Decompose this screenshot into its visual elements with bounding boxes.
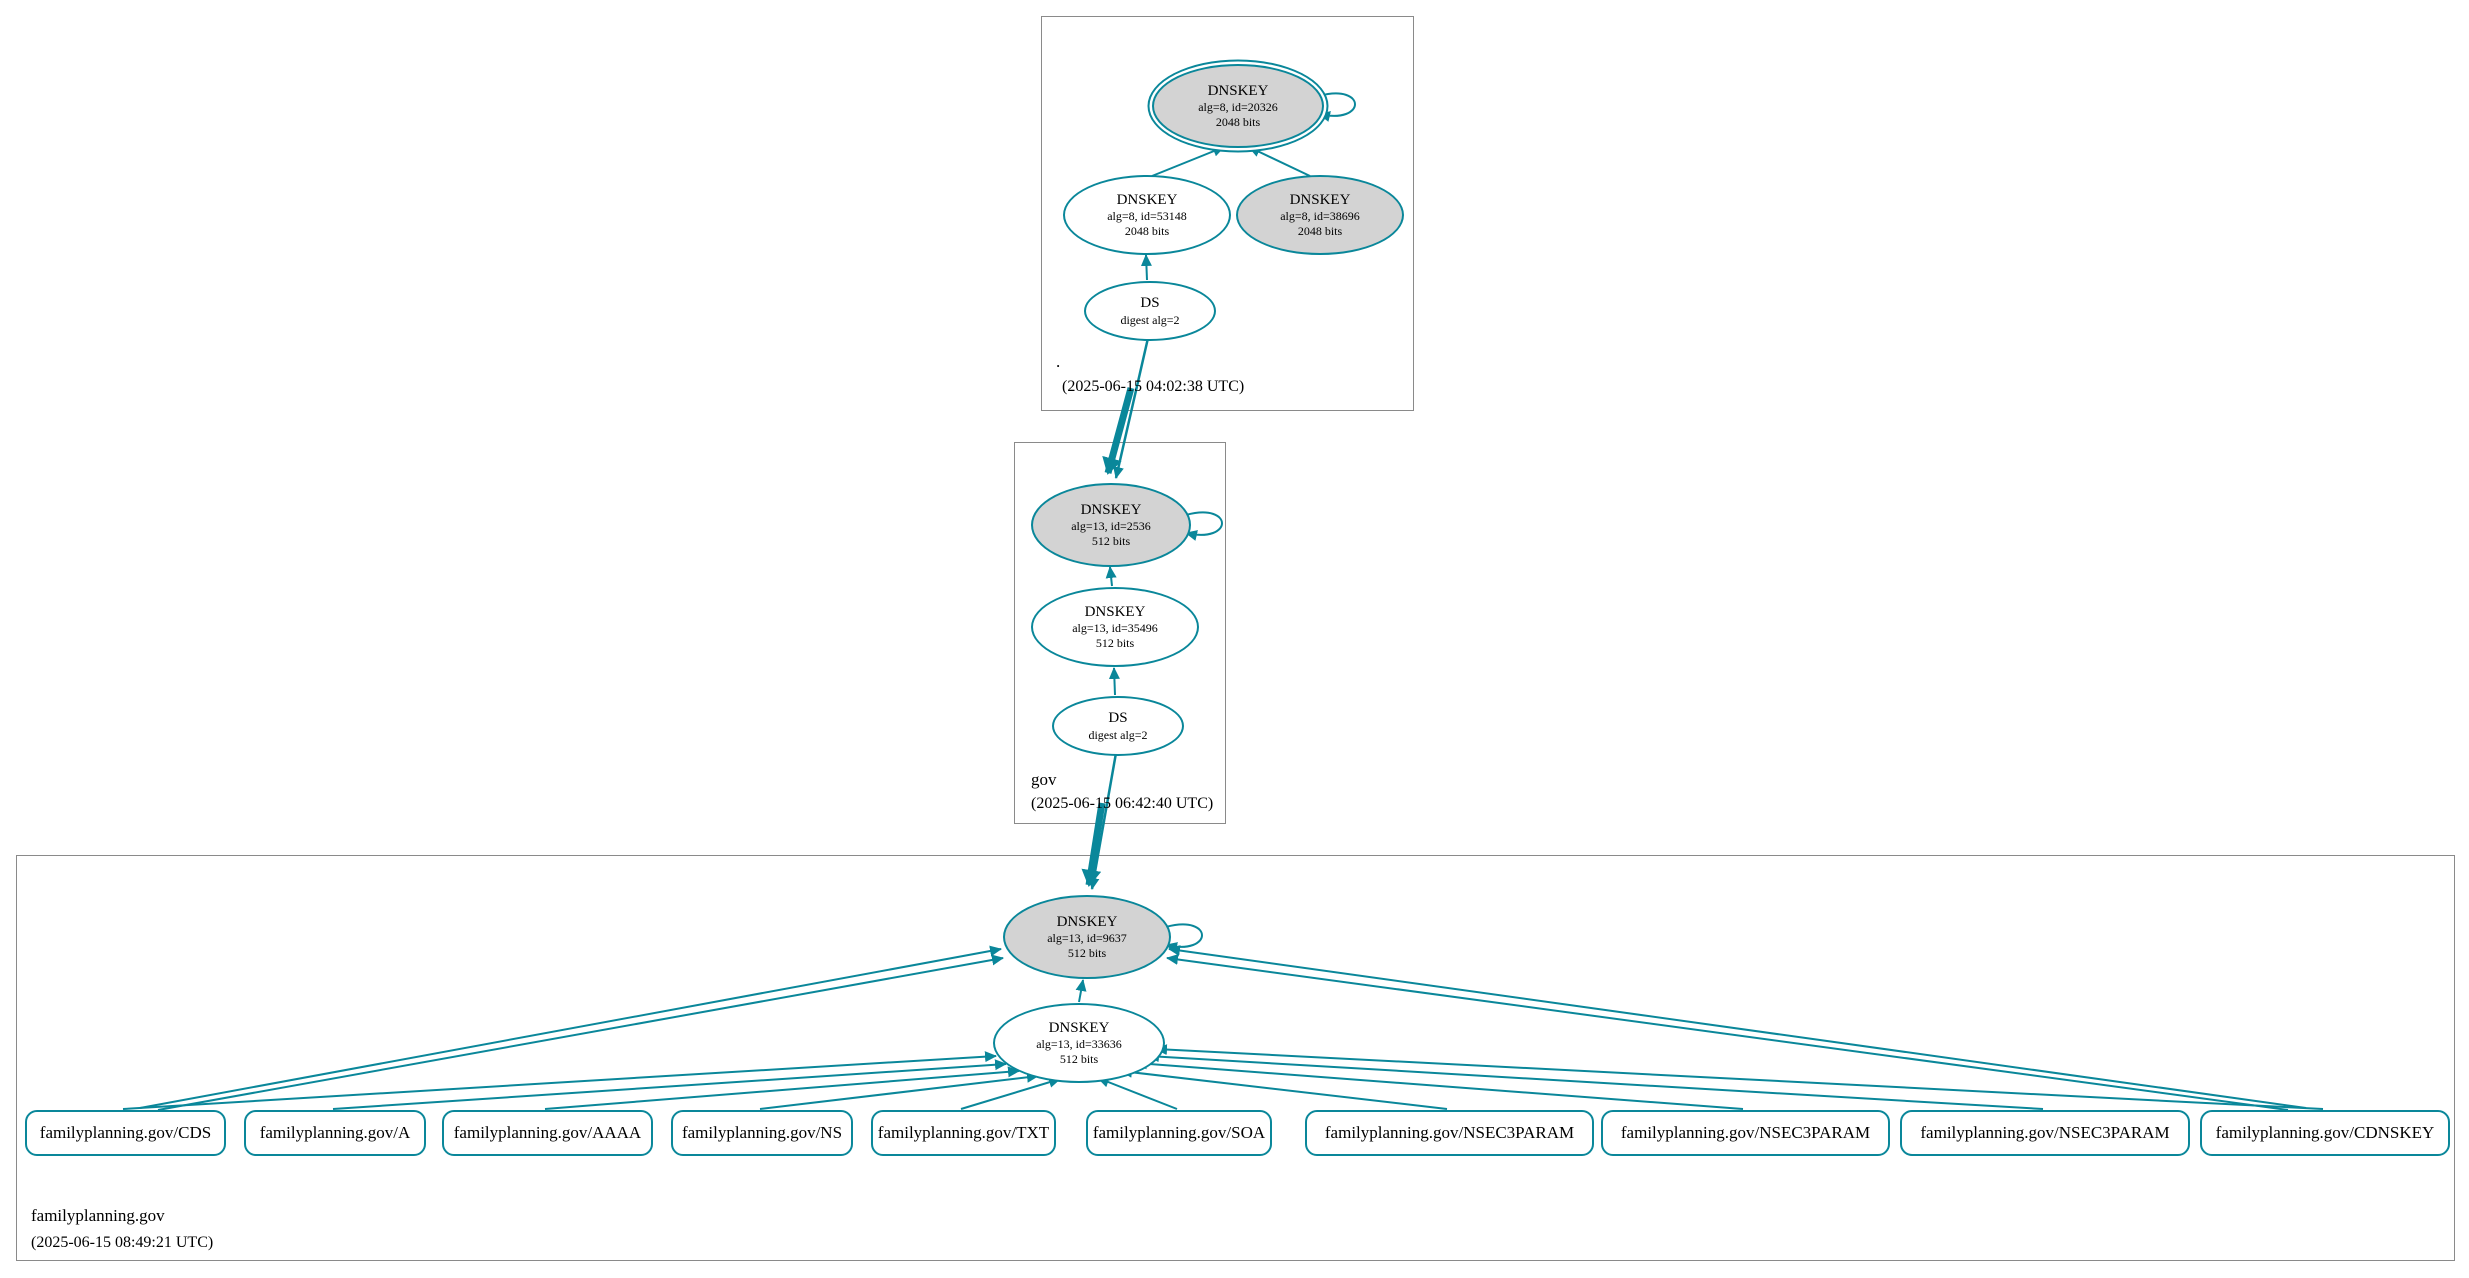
gov-zsk-dnskey-node[interactable]: DNSKEY alg=13, id=35496 512 bits: [1031, 587, 1199, 667]
zone-timestamp-root: (2025-06-15 04:02:38 UTC): [1062, 378, 1245, 395]
rrset-label: familyplanning.gov/NSEC3PARAM: [1620, 1123, 1871, 1142]
node-type: DNSKEY: [1289, 191, 1351, 208]
node-alg-id: alg=8, id=20326: [1198, 100, 1278, 115]
edge-gov-ksk-selfloop: [1185, 511, 1223, 541]
node-bits: 512 bits: [1059, 1052, 1099, 1067]
rrset-cds[interactable]: familyplanning.gov/CDS: [25, 1110, 226, 1156]
edge-cdnskey-to-ksk-b: [1166, 954, 2289, 1111]
node-type: DNSKEY: [1048, 1019, 1110, 1036]
edge-fp-zsk-to-ksk: [1075, 979, 1087, 1003]
rrset-label: familyplanning.gov/AAAA: [453, 1123, 642, 1142]
node-bits: 2048 bits: [1124, 224, 1170, 239]
node-alg-id: alg=8, id=38696: [1280, 209, 1360, 224]
node-type: DNSKEY: [1080, 501, 1142, 518]
edge-cds-to-ksk-b: [157, 954, 1004, 1111]
node-type: DS: [1108, 710, 1128, 727]
gov-ds-node[interactable]: DS digest alg=2: [1052, 696, 1184, 756]
rrset-label: familyplanning.gov/NSEC3PARAM: [1920, 1123, 2170, 1142]
edge-gov-ds-to-zsk: [1108, 667, 1120, 696]
edge-a-to-zsk: [332, 1059, 1007, 1110]
node-digest: digest alg=2: [1120, 312, 1180, 327]
rrset-nsec3param-3[interactable]: familyplanning.gov/NSEC3PARAM: [1900, 1110, 2190, 1156]
node-type: DNSKEY: [1056, 913, 1118, 930]
edge-nsec3param3-to-zsk: [1147, 1051, 2044, 1110]
rrset-nsec3param-2[interactable]: familyplanning.gov/NSEC3PARAM: [1601, 1110, 1890, 1156]
edge-fp-ksk-selfloop: [1165, 923, 1203, 953]
node-type: DNSKEY: [1116, 191, 1178, 208]
root-dnskey-38696-node[interactable]: DNSKEY alg=8, id=38696 2048 bits: [1236, 175, 1404, 255]
rrset-aaaa[interactable]: familyplanning.gov/AAAA: [442, 1110, 653, 1156]
edge-cdnskey-to-ksk-a: [1168, 945, 2307, 1109]
gov-ksk-dnskey-node[interactable]: DNSKEY alg=13, id=2536 512 bits: [1031, 483, 1191, 567]
edge-aaaa-to-zsk: [544, 1066, 1020, 1110]
rrset-label: familyplanning.gov/SOA: [1092, 1123, 1266, 1142]
fp-ksk-dnskey-node[interactable]: DNSKEY alg=13, id=9637 512 bits: [1003, 895, 1171, 979]
node-bits: 512 bits: [1067, 946, 1107, 961]
edge-gov-zsk-to-ksk: [1105, 566, 1117, 587]
rrset-label: familyplanning.gov/CDS: [39, 1123, 212, 1142]
edge-soa-to-zsk: [1097, 1076, 1178, 1110]
node-type: DNSKEY: [1084, 603, 1146, 620]
edge-gov-ds-to-fp-ksk: [1088, 752, 1118, 890]
root-zsk-dnskey-node[interactable]: DNSKEY alg=8, id=53148 2048 bits: [1063, 175, 1231, 255]
edge-delegation-root-gov: [1102, 387, 1135, 475]
edge-nsec3param2-to-zsk: [1135, 1058, 1744, 1110]
node-bits: 2048 bits: [1215, 115, 1261, 130]
fp-zsk-dnskey-node[interactable]: DNSKEY alg=13, id=33636 512 bits: [993, 1003, 1165, 1083]
root-ds-node[interactable]: DS digest alg=2: [1084, 281, 1216, 341]
node-bits: 512 bits: [1095, 636, 1135, 651]
rrset-label: familyplanning.gov/NSEC3PARAM: [1324, 1123, 1575, 1142]
zone-timestamp-familyplanning: (2025-06-15 08:49:21 UTC): [31, 1234, 214, 1251]
zone-timestamp-gov: (2025-06-15 06:42:40 UTC): [1031, 795, 1214, 812]
edge-root-ksk-selfloop: [1318, 92, 1356, 122]
rrset-soa[interactable]: familyplanning.gov/SOA: [1086, 1110, 1272, 1156]
edge-nsec3param1-to-zsk: [1120, 1066, 1448, 1110]
edge-txt-to-zsk: [960, 1076, 1061, 1110]
root-ksk-dnskey-node[interactable]: DNSKEY alg=8, id=20326 2048 bits: [1152, 64, 1324, 148]
rrset-ns[interactable]: familyplanning.gov/NS: [671, 1110, 853, 1156]
edge-delegation-gov-fp: [1081, 802, 1106, 887]
node-bits: 2048 bits: [1297, 224, 1343, 239]
node-alg-id: alg=8, id=53148: [1107, 209, 1187, 224]
edge-root-key2-to-ksk: [1248, 146, 1311, 177]
zone-label-familyplanning: familyplanning.gov: [31, 1206, 165, 1225]
edge-cds-to-ksk-a: [139, 945, 1002, 1109]
edge-root-zsk-to-ksk: [1151, 146, 1225, 177]
zone-box-familyplanning: [16, 855, 2455, 1261]
zone-label-gov: gov: [1031, 770, 1057, 789]
node-digest: digest alg=2: [1088, 727, 1148, 742]
rrset-label: familyplanning.gov/CDNSKEY: [2215, 1123, 2435, 1142]
node-type: DNSKEY: [1207, 82, 1269, 99]
edge-cds-to-zsk: [122, 1051, 997, 1110]
node-alg-id: alg=13, id=2536: [1071, 519, 1151, 534]
edge-ns-to-zsk: [759, 1071, 1039, 1110]
rrset-label: familyplanning.gov/TXT: [877, 1123, 1050, 1142]
rrset-nsec3param-1[interactable]: familyplanning.gov/NSEC3PARAM: [1305, 1110, 1594, 1156]
edge-root-ds-to-gov-ksk: [1113, 337, 1150, 479]
node-alg-id: alg=13, id=33636: [1036, 1037, 1122, 1052]
rrset-cdnskey[interactable]: familyplanning.gov/CDNSKEY: [2200, 1110, 2450, 1156]
node-type: DS: [1140, 295, 1160, 312]
rrset-label: familyplanning.gov/A: [259, 1123, 411, 1142]
edge-root-ds-to-zsk: [1140, 254, 1152, 281]
zone-label-root: .: [1056, 352, 1061, 371]
edge-cdnskey-to-zsk: [1155, 1044, 2324, 1110]
rrset-txt[interactable]: familyplanning.gov/TXT: [871, 1110, 1056, 1156]
node-alg-id: alg=13, id=35496: [1072, 621, 1158, 636]
node-bits: 512 bits: [1091, 534, 1131, 549]
node-alg-id: alg=13, id=9637: [1047, 931, 1127, 946]
rrset-a[interactable]: familyplanning.gov/A: [244, 1110, 426, 1156]
rrset-label: familyplanning.gov/NS: [681, 1123, 843, 1142]
